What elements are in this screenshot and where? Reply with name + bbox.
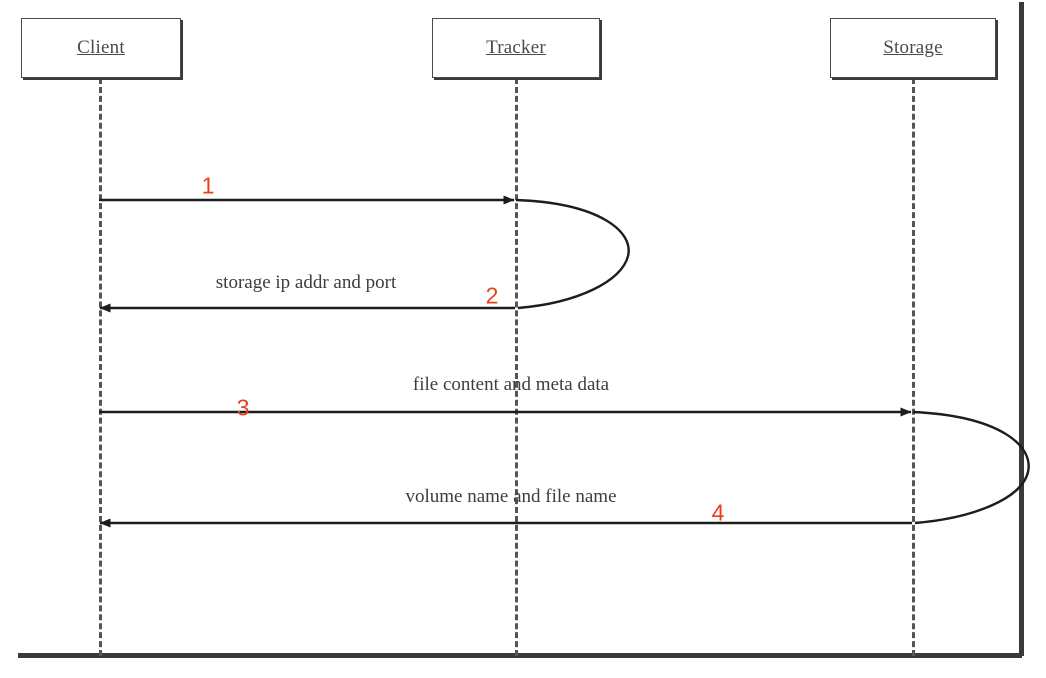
participant-label-storage: Storage <box>883 37 943 58</box>
lifeline-tracker <box>515 78 518 656</box>
lifeline-client <box>99 78 102 656</box>
sequence-number-1: 1 <box>201 172 215 199</box>
sequence-number-4: 4 <box>711 499 725 526</box>
frame-right-rule <box>1019 2 1024 656</box>
lifeline-storage <box>912 78 915 656</box>
sequence-number-2: 2 <box>485 282 499 309</box>
participant-label-tracker: Tracker <box>486 37 546 58</box>
message-label-2: storage ip addr and port <box>215 272 397 293</box>
participant-box-storage[interactable]: Storage <box>830 18 996 78</box>
message-label-3: file content and meta data <box>412 374 610 395</box>
tracker-self-loop-curve <box>515 198 630 310</box>
message-label-4: volume name and file name <box>405 486 617 507</box>
storage-self-loop-curve <box>912 410 1030 525</box>
frame-bottom-rule <box>18 653 1022 658</box>
participant-box-tracker[interactable]: Tracker <box>432 18 600 78</box>
participant-box-client[interactable]: Client <box>21 18 181 78</box>
participant-label-client: Client <box>77 37 125 58</box>
sequence-number-3: 3 <box>236 394 250 421</box>
